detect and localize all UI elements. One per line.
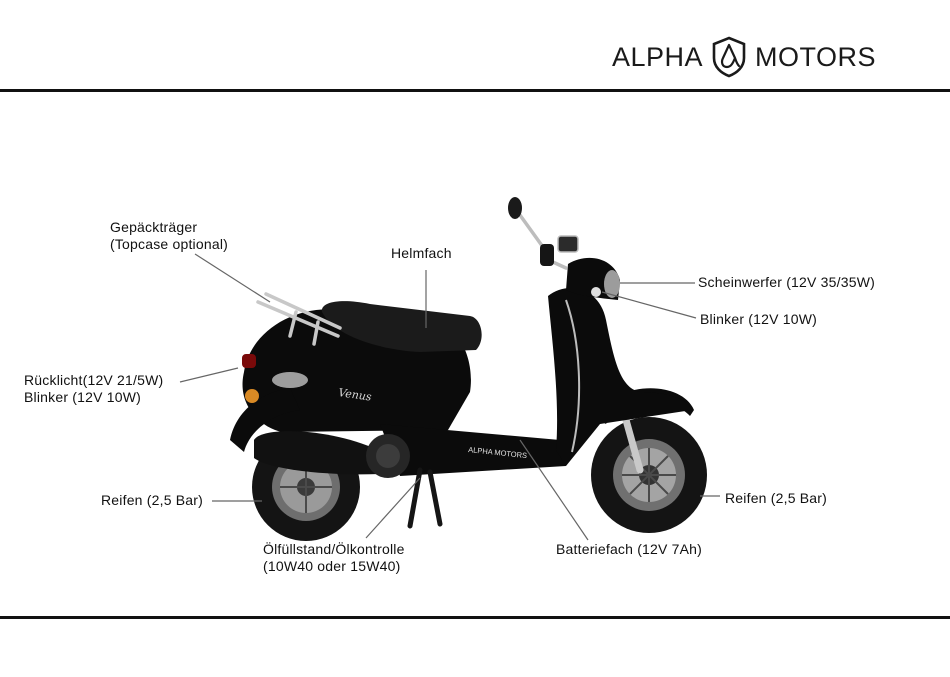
label-front-blinker: Blinker (12V 10W)	[700, 311, 817, 328]
label-oil: Ölfüllstand/Ölkontrolle (10W40 oder 15W4…	[263, 541, 405, 575]
label-luggage-rack: Gepäckträger (Topcase optional)	[110, 219, 228, 253]
leader-front-blinker	[602, 292, 696, 318]
label-battery: Batteriefach (12V 7Ah)	[556, 541, 702, 558]
leader-luggage	[195, 254, 270, 302]
label-rear-light: Rücklicht(12V 21/5W) Blinker (12V 10W)	[24, 372, 163, 406]
label-helmet-compartment: Helmfach	[391, 245, 452, 262]
label-rear-tire: Reifen (2,5 Bar)	[101, 492, 203, 509]
label-headlight: Scheinwerfer (12V 35/35W)	[698, 274, 875, 291]
leader-rear-light	[180, 368, 238, 382]
label-front-tire: Reifen (2,5 Bar)	[725, 490, 827, 507]
scooter-illustration: Venus ALPHA MOTORS	[230, 197, 707, 541]
